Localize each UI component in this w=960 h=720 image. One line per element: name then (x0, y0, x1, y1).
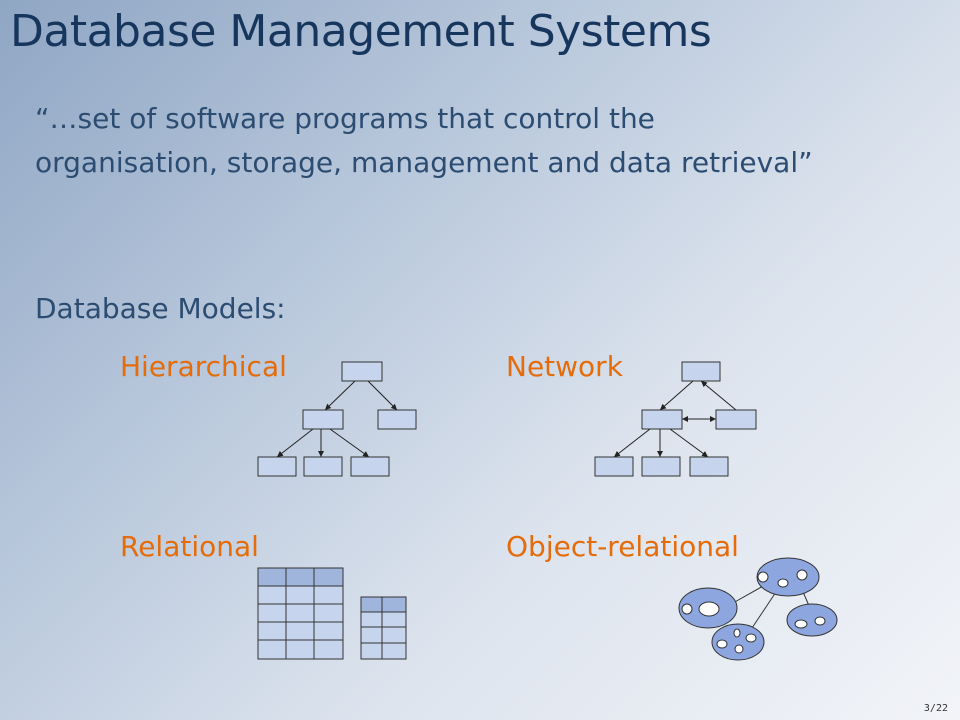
hierarchical-diagram (257, 361, 417, 477)
definition-quote: “…set of software programs that control … (35, 102, 813, 179)
object-relational-diagram (678, 557, 838, 661)
network-node (641, 456, 681, 477)
label-object-relational: Object-relational (506, 530, 739, 563)
object-blob (786, 603, 838, 637)
tree-node-root (341, 361, 383, 382)
object-blob (756, 557, 820, 597)
relation-table-large (257, 567, 344, 660)
relation-table-small (360, 596, 407, 660)
relational-diagram (257, 567, 407, 660)
network-node (641, 409, 683, 430)
tree-edge (329, 428, 370, 458)
network-edge (669, 428, 709, 458)
label-hierarchical: Hierarchical (120, 350, 287, 383)
network-node (594, 456, 634, 477)
tree-edge (367, 380, 398, 411)
object-link (732, 584, 766, 604)
network-edge (700, 380, 737, 411)
object-link (751, 588, 779, 629)
tree-node-leaf (257, 456, 297, 477)
tree-node-leaf (303, 456, 343, 477)
network-edge (613, 428, 651, 458)
object-blob (711, 623, 765, 661)
models-heading: Database Models: (35, 292, 286, 325)
label-relational: Relational (120, 530, 259, 563)
network-node (715, 409, 757, 430)
network-node (681, 361, 721, 382)
tree-edge (324, 380, 356, 411)
tree-node (302, 409, 344, 430)
network-edge (659, 380, 694, 411)
network-diagram (594, 361, 757, 477)
tree-node (377, 409, 417, 430)
network-node (689, 456, 729, 477)
tree-edge (276, 428, 314, 458)
label-network: Network (506, 350, 623, 383)
tree-node-leaf (350, 456, 390, 477)
slide-title: Database Management Systems (10, 6, 712, 57)
page-number: 3/22 (923, 703, 948, 714)
